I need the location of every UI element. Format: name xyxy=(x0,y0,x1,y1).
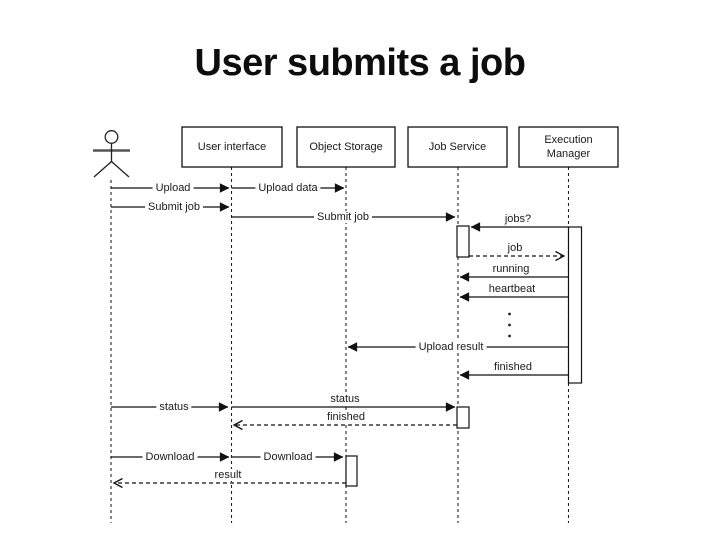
ellipsis-dots xyxy=(508,312,511,338)
activation-bar-job-service-1 xyxy=(456,225,470,258)
actor-leg-right xyxy=(111,161,130,178)
activation-bar-execution-manager xyxy=(567,226,583,384)
message-label-finished-1: finished xyxy=(491,360,535,374)
participant-box-execution-manager xyxy=(518,126,619,168)
message-label-submit-job-2: Submit job xyxy=(314,210,372,224)
participant-box-object-storage xyxy=(296,126,396,168)
participant-label-user-interface: User interface xyxy=(197,140,267,153)
message-label-heartbeat: heartbeat xyxy=(485,282,539,296)
message-label-download-2: Download xyxy=(260,450,316,464)
participant-box-user-interface xyxy=(181,126,283,168)
message-label-upload-data: Upload data xyxy=(255,181,321,195)
message-label-submit-job-1: Submit job xyxy=(145,200,203,214)
participant-label-object-storage: Object Storage xyxy=(309,140,383,153)
participant-box-job-service xyxy=(407,126,508,168)
activation-bar-object-storage xyxy=(345,455,358,487)
actor-head xyxy=(104,130,119,144)
message-label-upload: Upload xyxy=(152,181,194,195)
message-label-status-2: status xyxy=(327,392,363,406)
actor-leg-left xyxy=(93,161,112,178)
participant-label-execution-manager: Execution Manager xyxy=(544,133,593,160)
message-label-running: running xyxy=(489,262,533,276)
message-label-upload-result: Upload result xyxy=(415,340,487,354)
user-actor-icon xyxy=(93,130,130,178)
message-label-finished-2: finished xyxy=(324,410,368,424)
message-label-jobs-query: jobs? xyxy=(501,212,535,226)
activation-bar-job-service-2 xyxy=(456,406,470,429)
message-label-result: result xyxy=(211,468,245,482)
message-label-download-1: Download xyxy=(142,450,198,464)
participant-label-job-service: Job Service xyxy=(428,140,487,153)
message-label-status-1: status xyxy=(156,400,192,414)
message-label-job: job xyxy=(504,241,526,255)
page-title: User submits a job xyxy=(194,42,526,84)
